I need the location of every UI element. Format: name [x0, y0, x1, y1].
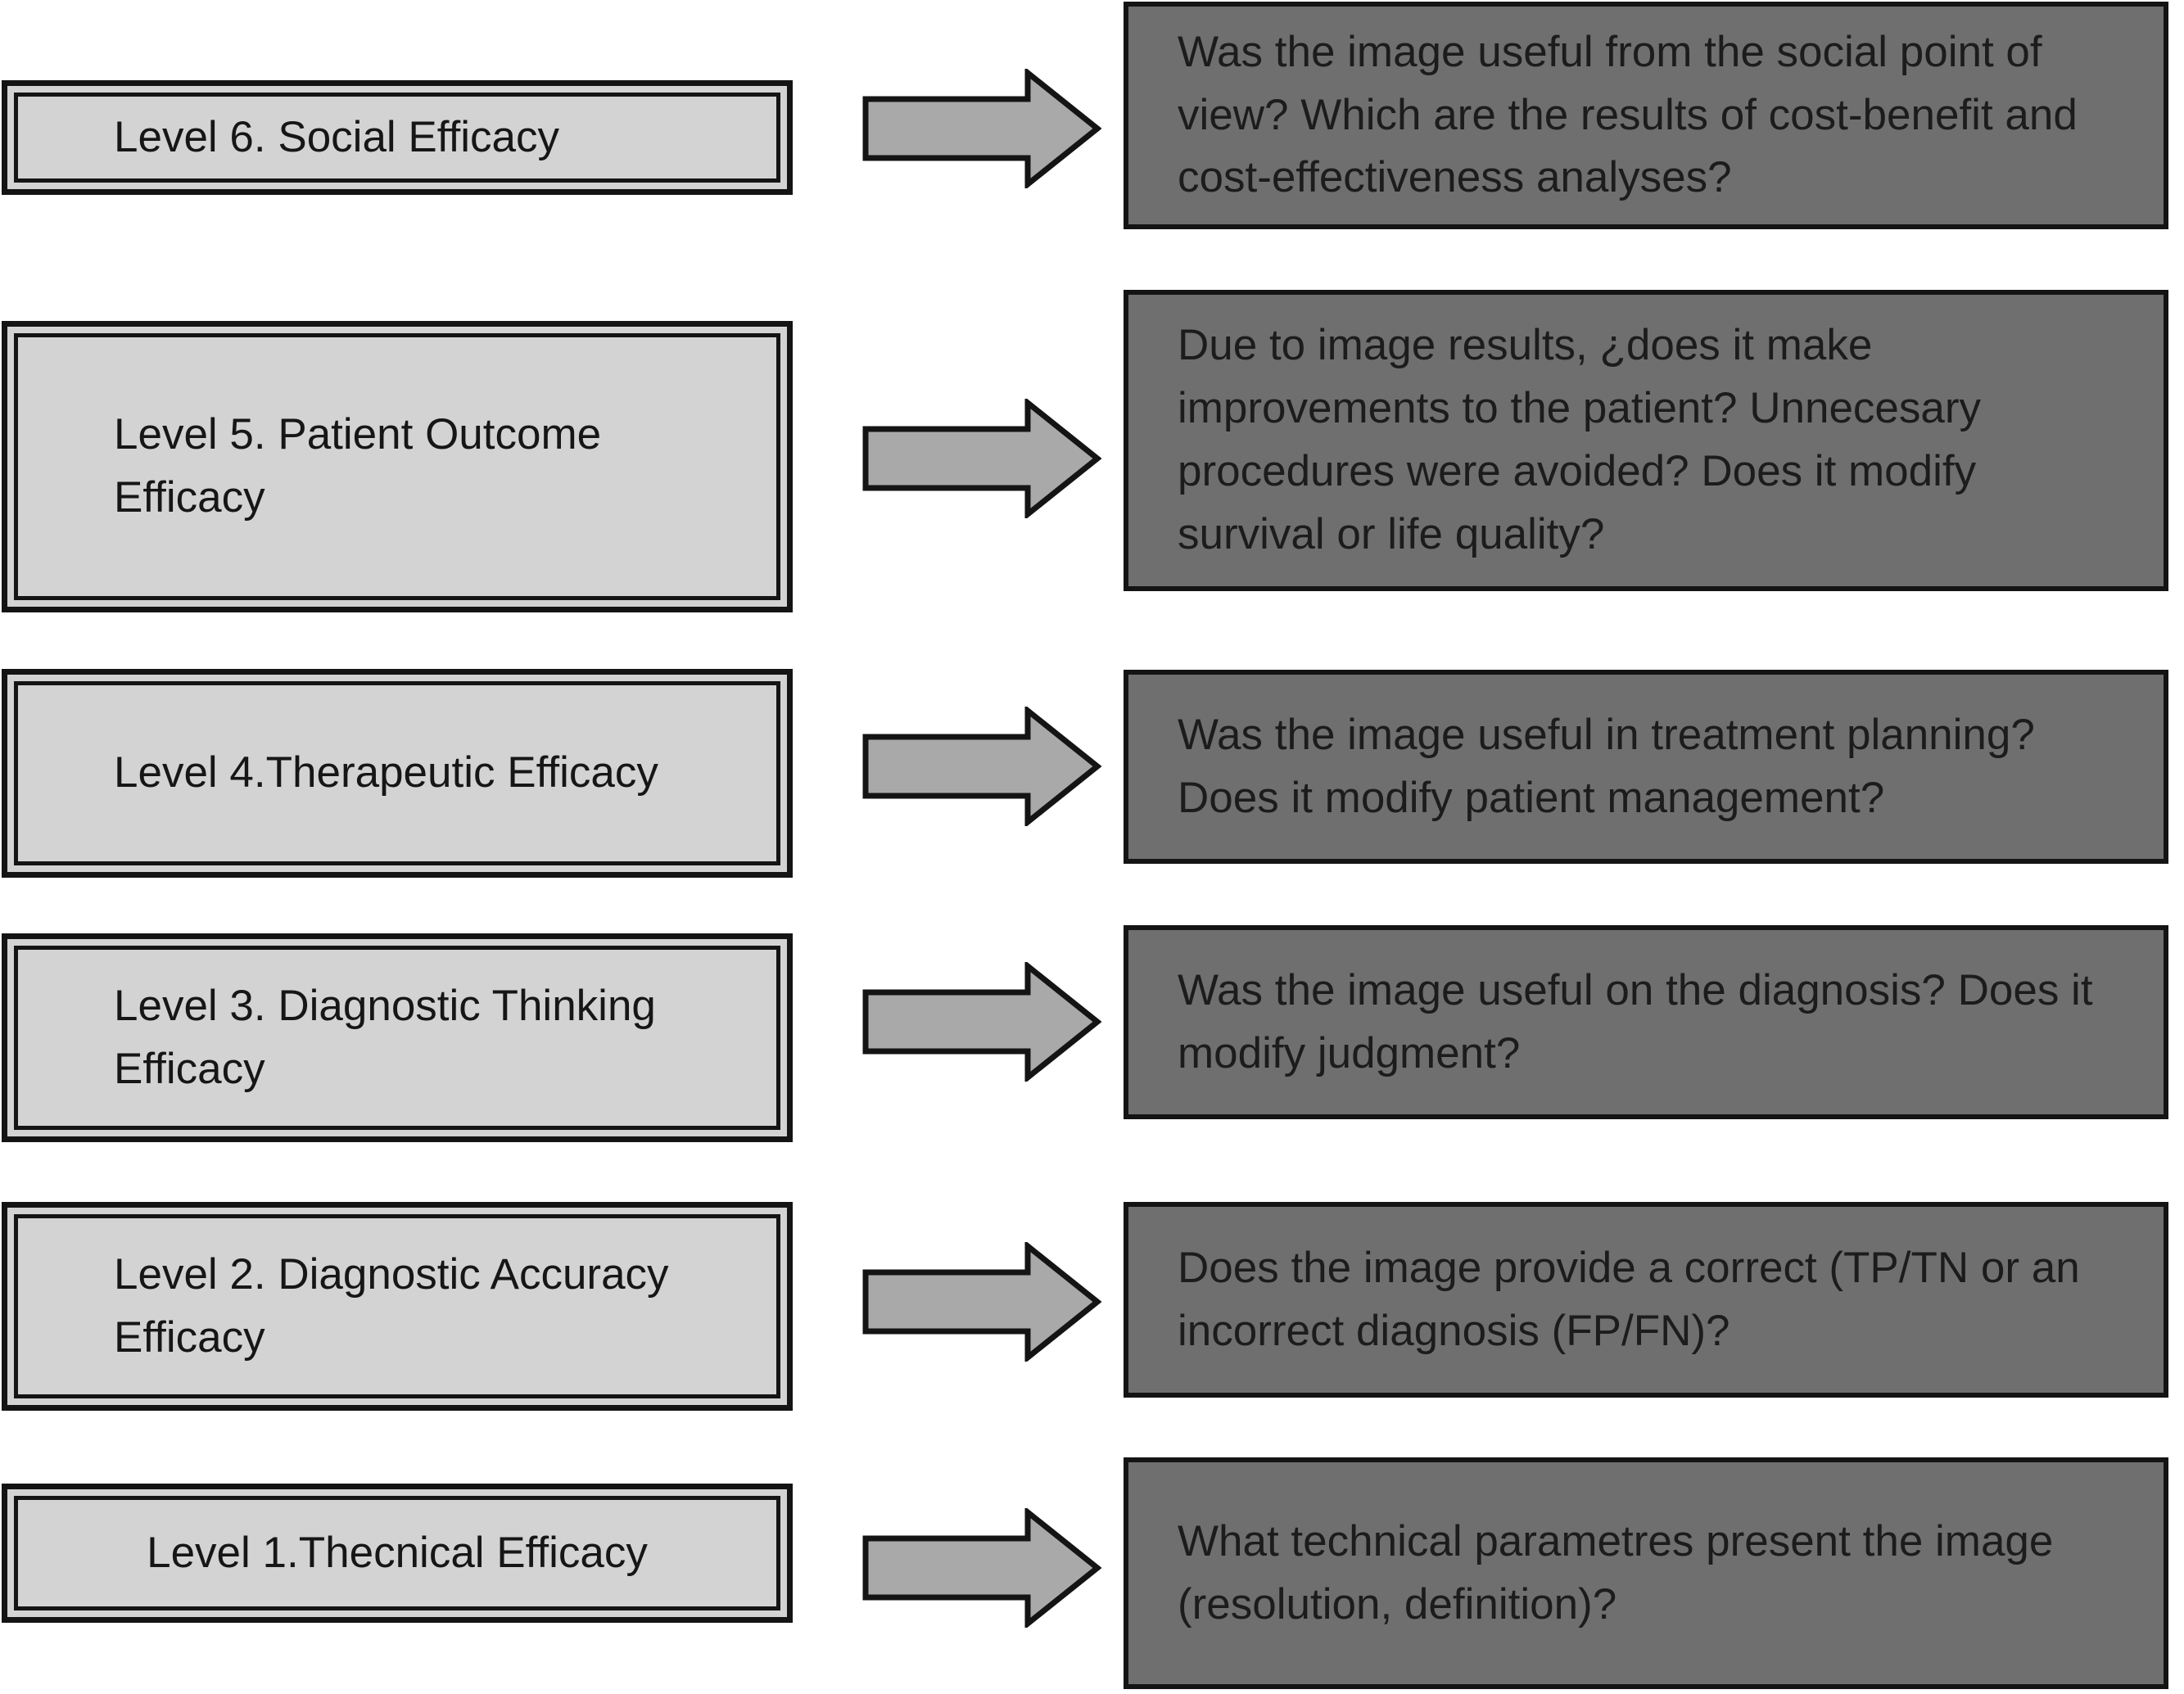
level-3-question-text: Was the image useful on the diagnosis? D…: [1178, 965, 2093, 1077]
level-6-box-inner: Level 6. Social Efficacy: [14, 93, 780, 183]
level-5-label: Level 5. Patient Outcome Efficacy: [114, 410, 602, 522]
level-4-question-box: Was the image useful in treatment planni…: [1124, 670, 2168, 864]
level-6-question-box: Was the image useful from the social poi…: [1124, 2, 2168, 229]
level-5-box-inner: Level 5. Patient Outcome Efficacy: [14, 333, 780, 600]
level-3-box-inner: Level 3. Diagnostic Thinking Efficacy: [14, 946, 780, 1130]
level-3-question-box: Was the image useful on the diagnosis? D…: [1124, 925, 2168, 1119]
level-6-box: Level 6. Social Efficacy: [2, 80, 793, 195]
level-3-box: Level 3. Diagnostic Thinking Efficacy: [2, 933, 793, 1142]
arrow-right-icon: [862, 707, 1101, 826]
level-5-question-box: Due to image results, ¿does it make impr…: [1124, 290, 2168, 591]
level-5-question-text: Due to image results, ¿does it make impr…: [1178, 321, 1982, 558]
level-4-box: Level 4.Therapeutic Efficacy: [2, 669, 793, 878]
arrow-right-icon: [862, 399, 1101, 518]
arrow-right-icon: [862, 1242, 1101, 1362]
level-4-label: Level 4.Therapeutic Efficacy: [114, 748, 658, 797]
level-2-question-text: Does the image provide a correct (TP/TN …: [1178, 1243, 2080, 1355]
level-6-label: Level 6. Social Efficacy: [114, 112, 560, 161]
arrow-right-icon: [862, 69, 1101, 188]
level-1-box: Level 1.Thecnical Efficacy: [2, 1484, 793, 1623]
level-2-label: Level 2. Diagnostic Accuracy Efficacy: [114, 1249, 669, 1362]
level-2-box-inner: Level 2. Diagnostic Accuracy Efficacy: [14, 1214, 780, 1398]
level-2-box: Level 2. Diagnostic Accuracy Efficacy: [2, 1202, 793, 1411]
level-2-question-box: Does the image provide a correct (TP/TN …: [1124, 1202, 2168, 1398]
level-4-question-text: Was the image useful in treatment planni…: [1178, 710, 2035, 822]
arrow-right-icon: [862, 962, 1101, 1082]
level-6-question-text: Was the image useful from the social poi…: [1178, 27, 2078, 202]
level-1-box-inner: Level 1.Thecnical Efficacy: [14, 1496, 780, 1610]
level-5-box: Level 5. Patient Outcome Efficacy: [2, 321, 793, 612]
level-1-question-box: What technical parametres present the im…: [1124, 1457, 2168, 1689]
level-3-label: Level 3. Diagnostic Thinking Efficacy: [114, 981, 656, 1093]
arrow-right-icon: [862, 1508, 1101, 1628]
level-1-question-text: What technical parametres present the im…: [1178, 1516, 2054, 1628]
level-1-label: Level 1.Thecnical Efficacy: [147, 1528, 648, 1577]
level-4-box-inner: Level 4.Therapeutic Efficacy: [14, 681, 780, 865]
